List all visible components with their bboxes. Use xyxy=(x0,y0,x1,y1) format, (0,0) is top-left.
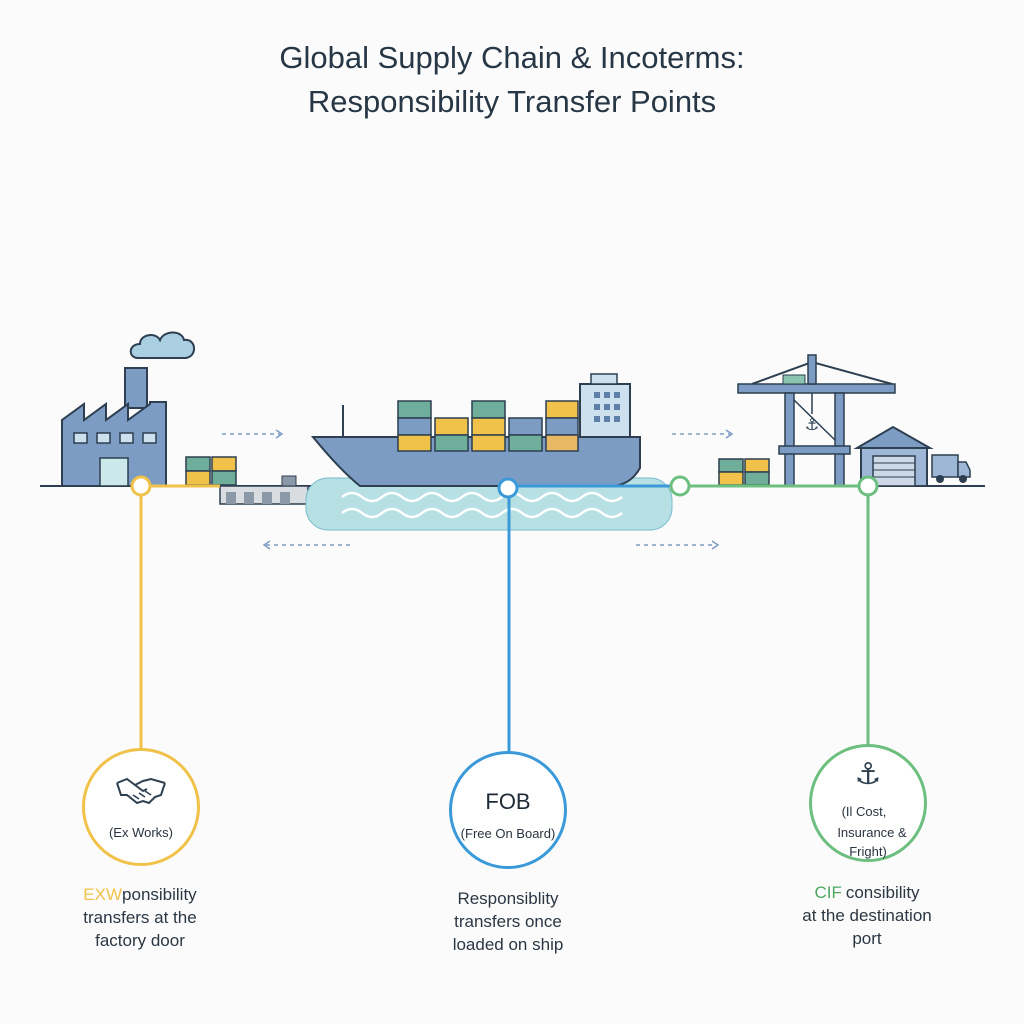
cif-term-badge: ⚓ (Il Cost, Insurance & Fright) xyxy=(809,744,927,862)
fob-transfer-point xyxy=(497,477,519,499)
exw-description-line-2: transfers at the xyxy=(83,908,197,927)
exw-code: EXW xyxy=(83,885,123,904)
fob-code: FOB xyxy=(485,789,531,814)
fob-description-line-3: loaded on ship xyxy=(452,935,564,954)
exw-description-line-1: ponsibility xyxy=(122,885,197,904)
loading-pier xyxy=(219,475,309,505)
fob-term-badge: FOB (Free On Board) xyxy=(449,751,567,869)
diagram-title-line-1: Global Supply Chain & Incoterms: xyxy=(279,40,745,75)
cif-full-name-line-3: Fright) xyxy=(849,844,887,859)
cif-description-line-3: port xyxy=(852,929,882,948)
exw-full-name: (Ex Works) xyxy=(108,825,174,840)
diagram-title-line-2: Responsibility Transfer Points xyxy=(307,84,717,119)
factory-icon xyxy=(61,367,167,487)
fob-description-line-1: Responsiblity xyxy=(457,889,559,908)
shipping-containers xyxy=(397,400,579,452)
cif-full-name-line-1: (Il Cost, xyxy=(841,804,887,819)
anchor-icon: ⚓ xyxy=(854,758,882,791)
exw-term-badge: (Ex Works) xyxy=(82,748,200,866)
sea-water xyxy=(305,477,673,531)
cif-description-line-1: consibility xyxy=(845,883,920,902)
port-crane-icon: ⚓ xyxy=(737,354,896,487)
svg-text:⚓: ⚓ xyxy=(805,415,819,434)
smoke-cloud-icon xyxy=(129,331,195,359)
crates-near-port xyxy=(718,458,770,486)
delivery-truck-icon xyxy=(931,454,971,483)
cif-description-line-2: at the destination xyxy=(802,906,932,925)
handshake-icon xyxy=(85,773,197,814)
fob-end-point xyxy=(669,475,691,497)
cif-code: CIF xyxy=(814,883,842,902)
fob-description-line-2: transfers once xyxy=(454,912,562,931)
exw-description: EXWponsibility transfers at the factory … xyxy=(40,883,240,952)
fob-description: Responsiblity transfers once loaded on s… xyxy=(408,887,608,956)
cif-transfer-point xyxy=(857,475,879,497)
flow-arrows xyxy=(222,429,734,550)
crates-near-factory xyxy=(185,456,237,486)
cif-full-name-line-2: Insurance & xyxy=(837,825,907,840)
exw-description-line-3: factory door xyxy=(95,931,185,950)
exw-transfer-point xyxy=(130,475,152,497)
fob-full-name: (Free On Board) xyxy=(460,826,556,841)
